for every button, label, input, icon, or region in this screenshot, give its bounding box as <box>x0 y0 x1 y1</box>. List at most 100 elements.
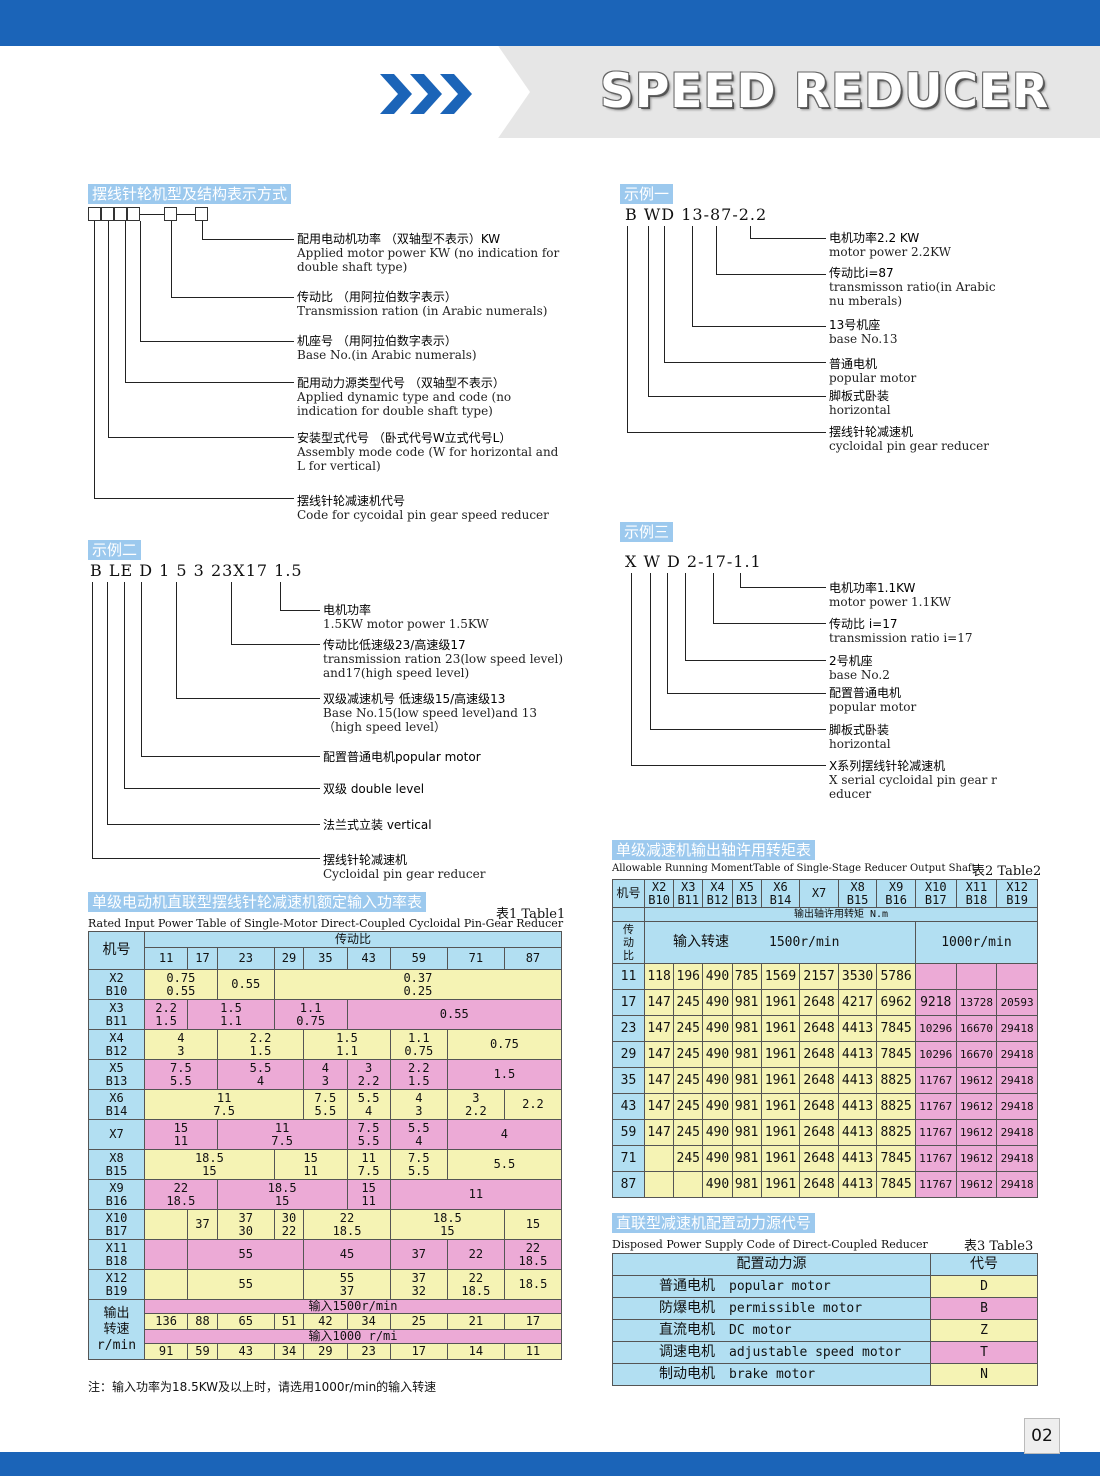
output-speed-value: 43 <box>216 1343 275 1360</box>
source-zh: 防爆电机 <box>659 1300 715 1316</box>
output-speed-value: 17 <box>389 1343 448 1360</box>
table-cell: 10296 <box>914 1041 957 1068</box>
table-cell: 1961 <box>760 1067 801 1094</box>
table-cell: 1961 <box>760 1145 801 1172</box>
ratio-label: 传动比 <box>612 921 645 964</box>
table-cell: 1569 <box>760 963 801 990</box>
speed-1500: 1500r/min <box>769 935 840 950</box>
table-cell <box>914 963 957 990</box>
table-row: 输出轴许用转矩 N.m <box>612 907 1038 922</box>
table-cell: 1961 <box>760 1015 801 1042</box>
table-cell: 981 <box>731 1093 762 1120</box>
notation-label-base: 机座号 （用阿拉伯数字表示）Base No.(in Arabic numeral… <box>297 334 477 362</box>
ratio-header: 11 <box>143 947 189 970</box>
output-speed-value: 29 <box>303 1343 348 1360</box>
table-cell: 55 <box>187 1269 305 1300</box>
table-cell: 55 <box>187 1239 305 1270</box>
table-cell: 490 <box>702 989 733 1016</box>
example2-code: B LE D 1 5 3 23X17 1.5 <box>90 561 303 580</box>
ratio-header: 71 <box>446 947 505 970</box>
ratio-header: 35 <box>303 947 348 970</box>
table-cell: 2648 <box>799 1067 839 1094</box>
table-cell: 22 <box>446 1239 505 1270</box>
table-cell: 8825 <box>876 1093 916 1120</box>
ex2-mount: 法兰式立装 vertical <box>323 818 432 832</box>
ratio-header: 29 <box>273 947 305 970</box>
table-cell: 8825 <box>876 1119 916 1146</box>
model-header: X7 <box>799 879 839 908</box>
table-cell: 118 <box>643 963 675 990</box>
table-cell: 7845 <box>876 1145 916 1172</box>
ratio-cell: 71 <box>612 1145 645 1172</box>
table3-number: 表3 Table3 <box>964 1239 1034 1254</box>
table-cell: 29418 <box>996 1015 1038 1042</box>
ratio-header: 17 <box>187 947 218 970</box>
top-bar <box>0 0 1100 46</box>
table-cell: 245 <box>673 1015 704 1042</box>
table-cell: 1961 <box>760 1119 801 1146</box>
output-speed-value: 11 <box>503 1343 563 1360</box>
table-cell: 147 <box>643 1015 675 1042</box>
table1-subtitle: Rated Input Power Table of Single-Motor … <box>88 917 564 930</box>
table-cell <box>643 1145 675 1172</box>
ratio-header: 43 <box>346 947 391 970</box>
output-speed-value: 34 <box>273 1343 305 1360</box>
table-cell <box>612 907 645 922</box>
input-speed-label: 输入1500r/min <box>144 1299 562 1314</box>
table-cell: 45 <box>303 1239 391 1270</box>
output-speed-value: 59 <box>187 1343 218 1360</box>
table-cell: 490 <box>702 1015 733 1042</box>
table-cell <box>996 963 1038 990</box>
table-cell <box>143 1239 189 1270</box>
table3-subtitle: Disposed Power Supply Code of Direct-Cou… <box>612 1238 928 1251</box>
example1-code: B WD 13-87-2.2 <box>625 205 768 224</box>
table-cell: 147 <box>643 1041 675 1068</box>
table-cell: 1961 <box>760 1041 801 1068</box>
table-cell: 29418 <box>996 1041 1038 1068</box>
table-cell <box>143 1269 189 1300</box>
table-cell: 10296 <box>914 1015 957 1042</box>
table-row: 配置动力源代号 <box>612 1253 1038 1276</box>
table-cell: 4217 <box>837 989 878 1016</box>
table1-note: 注：输入功率为18.5KW及以上时，请选用1000r/min的输入转速 <box>88 1380 437 1394</box>
